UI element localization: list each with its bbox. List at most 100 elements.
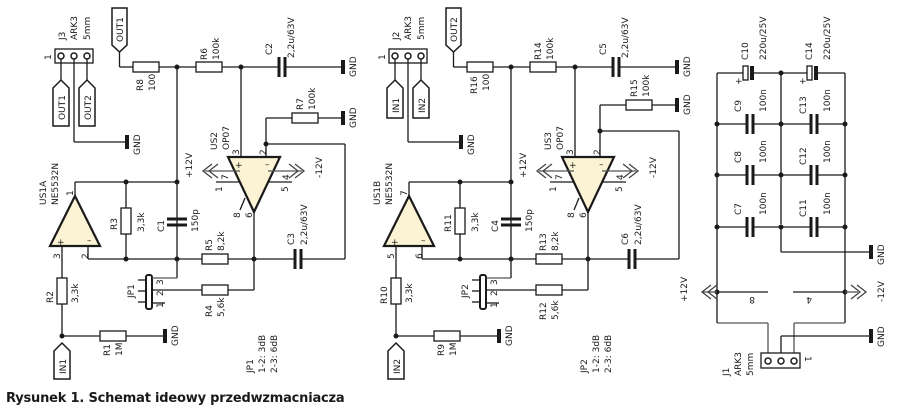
net-tag-out2-top xyxy=(445,7,462,54)
svg-text:C1: C1 xyxy=(157,220,167,232)
svg-text:7: 7 xyxy=(555,174,565,180)
svg-text:C2: C2 xyxy=(265,43,275,55)
cap-row-3: C7 100n C11 100n xyxy=(714,192,848,237)
svg-text:8: 8 xyxy=(233,212,243,218)
svg-text:R1: R1 xyxy=(103,344,113,356)
svg-text:100k: 100k xyxy=(308,87,318,110)
terminal-pin xyxy=(70,52,78,60)
svg-text:5: 5 xyxy=(281,186,291,192)
connector-j2: 1 J2 ARK3 5mm IN1 IN2 GND xyxy=(378,16,477,155)
svg-text:2: 2 xyxy=(156,290,166,296)
svg-text:IN2: IN2 xyxy=(393,359,403,374)
net-tag-out2 xyxy=(78,78,96,127)
svg-text:3: 3 xyxy=(156,279,166,285)
svg-text:3,3k: 3,3k xyxy=(405,283,415,303)
svg-text:R8: R8 xyxy=(136,79,146,91)
resistor-r10 xyxy=(390,277,402,305)
svg-text:R16: R16 xyxy=(470,76,480,94)
svg-text:+: + xyxy=(57,238,65,248)
svg-text:C8: C8 xyxy=(734,151,744,163)
svg-text:3: 3 xyxy=(53,253,63,259)
svg-text:+: + xyxy=(391,238,399,248)
net-tag-in2 xyxy=(387,341,405,380)
resistor-r11 xyxy=(454,207,466,235)
resistor-r3 xyxy=(120,207,132,235)
svg-text:100: 100 xyxy=(482,74,492,91)
svg-text:C9: C9 xyxy=(734,100,744,112)
svg-text:6: 6 xyxy=(245,212,255,218)
svg-text:GND: GND xyxy=(683,56,693,77)
resistor-r9 xyxy=(433,330,461,342)
svg-text:100n: 100n xyxy=(823,89,833,112)
power-section: + C10 220u/25V + C14 220u/25V C9 100n C1… xyxy=(680,16,887,377)
svg-text:C3: C3 xyxy=(287,233,297,245)
svg-text:OP07: OP07 xyxy=(222,126,232,150)
resistor-r7 xyxy=(291,112,319,124)
svg-text:2-3: 6dB: 2-3: 6dB xyxy=(270,335,280,373)
svg-text:+12V: +12V xyxy=(519,152,529,178)
svg-text:2: 2 xyxy=(490,290,500,296)
svg-text:–: – xyxy=(599,160,604,170)
svg-text:8,2k: 8,2k xyxy=(551,231,561,251)
opamp-us2 xyxy=(226,155,282,215)
svg-text:7: 7 xyxy=(221,174,231,180)
net-tag-out1-top xyxy=(111,7,128,54)
svg-text:GND: GND xyxy=(171,325,181,346)
svg-text:–: – xyxy=(87,236,92,246)
net-tag-out1 xyxy=(52,78,70,127)
svg-text:US3: US3 xyxy=(544,132,554,150)
svg-text:JP1: JP1 xyxy=(246,359,256,374)
resistor-r12 xyxy=(535,284,563,296)
svg-text:+: + xyxy=(735,77,743,87)
svg-text:GND: GND xyxy=(349,107,359,128)
svg-text:C10: C10 xyxy=(741,42,751,60)
svg-text:1: 1 xyxy=(156,302,166,308)
svg-text:C7: C7 xyxy=(734,203,744,215)
capacitor-c14 xyxy=(806,65,813,81)
svg-text:100n: 100n xyxy=(759,89,769,112)
svg-text:R4: R4 xyxy=(205,305,215,317)
svg-text:+12V: +12V xyxy=(680,276,690,302)
jumper-jp2[interactable]: 3 2 1 JP2 xyxy=(461,274,500,310)
svg-text:2,2u/63V: 2,2u/63V xyxy=(621,16,631,58)
svg-text:100n: 100n xyxy=(759,192,769,215)
svg-text:1M: 1M xyxy=(115,343,125,357)
svg-text:100k: 100k xyxy=(642,74,652,97)
svg-text:GND: GND xyxy=(467,134,477,155)
svg-text:R6: R6 xyxy=(200,48,210,60)
connector-j1: 1 J1 ARK3 5mm xyxy=(722,352,812,377)
svg-text:C13: C13 xyxy=(799,96,809,114)
svg-text:2: 2 xyxy=(259,149,269,155)
svg-text:3,3k: 3,3k xyxy=(137,212,147,232)
svg-text:+12V: +12V xyxy=(185,152,195,178)
svg-text:3: 3 xyxy=(490,279,500,285)
svg-text:1: 1 xyxy=(490,302,500,308)
svg-text:NE5532N: NE5532N xyxy=(51,163,61,205)
svg-text:1-2: 3dB: 1-2: 3dB xyxy=(258,335,268,373)
terminal-pin xyxy=(57,52,65,60)
svg-text:–: – xyxy=(421,236,426,246)
svg-text:US1A: US1A xyxy=(39,180,49,205)
svg-text:100n: 100n xyxy=(823,192,833,215)
svg-text:4: 4 xyxy=(616,174,626,180)
svg-text:R9: R9 xyxy=(437,344,447,356)
svg-text:R12: R12 xyxy=(539,302,549,320)
capacitor-c10 xyxy=(742,65,749,81)
svg-text:R15: R15 xyxy=(630,79,640,97)
channel-2: 1 J2 ARK3 5mm IN1 IN2 GND OUT2 R16 100 R… xyxy=(373,7,693,380)
terminal-pin xyxy=(83,52,91,60)
svg-text:6: 6 xyxy=(415,253,425,259)
svg-text:100k: 100k xyxy=(546,37,556,60)
svg-text:8: 8 xyxy=(749,294,755,304)
resistor-r15 xyxy=(625,99,653,111)
resistor-r8 xyxy=(132,61,160,73)
svg-text:IN1: IN1 xyxy=(392,98,402,113)
svg-text:JP2: JP2 xyxy=(580,359,590,374)
resistor-r16 xyxy=(466,61,494,73)
svg-text:ARK3: ARK3 xyxy=(404,16,414,40)
svg-text:7: 7 xyxy=(400,190,410,196)
svg-text:R13: R13 xyxy=(539,233,549,251)
net-tag-in1 xyxy=(53,341,71,380)
jumper-jp1[interactable]: 3 2 1 JP1 xyxy=(127,274,166,310)
